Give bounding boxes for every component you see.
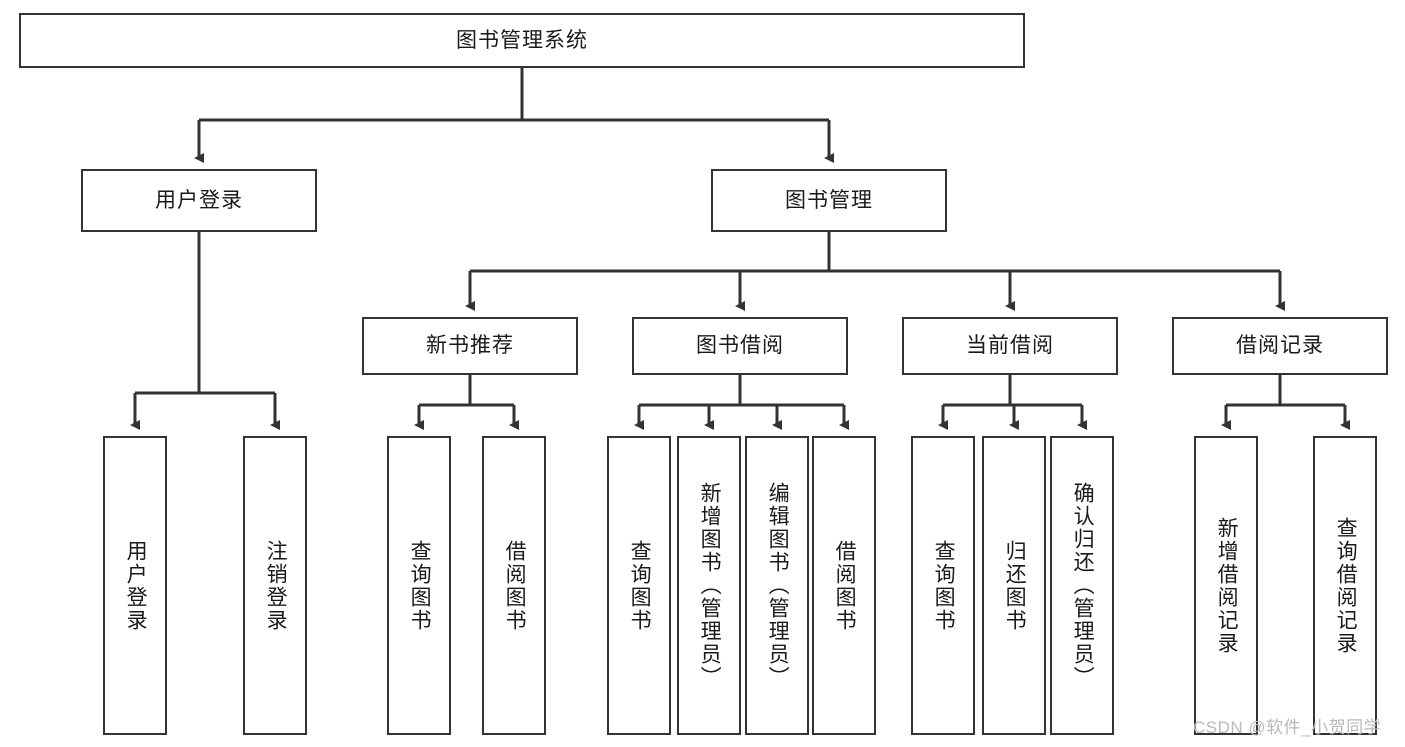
node-root[interactable]: 图书管理系统 [19,13,1025,68]
node-label: 借阅图书 [503,539,527,632]
node-leaf-query-record[interactable]: 查询借阅记录 [1313,436,1377,735]
node-leaf-return-book[interactable]: 归还图书 [982,436,1046,735]
node-label: 归还图书 [1003,539,1027,632]
node-label: 新增图书（管理员） [698,482,722,689]
node-label: 注销登录 [264,539,288,632]
node-label: 确认归还（管理员） [1071,482,1095,689]
node-leaf-query-book-1[interactable]: 查询图书 [387,436,451,735]
watermark-label: CSDN @软件_小贺同学 [1193,718,1382,737]
node-label: 当前借阅 [966,334,1054,358]
node-leaf-edit-book[interactable]: 编辑图书（管理员） [745,436,809,735]
node-leaf-user-logout[interactable]: 注销登录 [243,436,307,735]
node-label: 查询借阅记录 [1334,516,1358,655]
node-leaf-query-book-2[interactable]: 查询图书 [607,436,671,735]
node-label: 图书管理系统 [456,28,588,52]
node-label: 查询图书 [628,539,652,632]
node-label: 新增借阅记录 [1215,516,1239,655]
node-leaf-query-book-3[interactable]: 查询图书 [911,436,975,735]
node-label: 编辑图书（管理员） [766,482,790,689]
node-newbook[interactable]: 新书推荐 [362,317,578,375]
node-label: 借阅图书 [833,539,857,632]
node-leaf-add-record[interactable]: 新增借阅记录 [1194,436,1258,735]
node-label: 新书推荐 [426,334,514,358]
node-label: 用户登录 [124,539,148,632]
node-leaf-add-book[interactable]: 新增图书（管理员） [677,436,741,735]
node-label: 图书管理 [785,188,873,212]
node-label: 用户登录 [155,188,243,212]
node-label: 借阅记录 [1236,334,1324,358]
node-label: 查询图书 [408,539,432,632]
node-borrowrecord[interactable]: 借阅记录 [1172,317,1388,375]
node-currentborrow[interactable]: 当前借阅 [902,317,1118,375]
node-leaf-borrow-book-2[interactable]: 借阅图书 [812,436,876,735]
node-leaf-borrow-book-1[interactable]: 借阅图书 [482,436,546,735]
node-bookmgmt[interactable]: 图书管理 [711,169,947,232]
node-leaf-user-login[interactable]: 用户登录 [103,436,167,735]
node-borrowbook[interactable]: 图书借阅 [632,317,848,375]
node-label: 图书借阅 [696,334,784,358]
node-label: 查询图书 [932,539,956,632]
node-login[interactable]: 用户登录 [81,169,317,232]
node-leaf-confirm-return[interactable]: 确认归还（管理员） [1050,436,1114,735]
